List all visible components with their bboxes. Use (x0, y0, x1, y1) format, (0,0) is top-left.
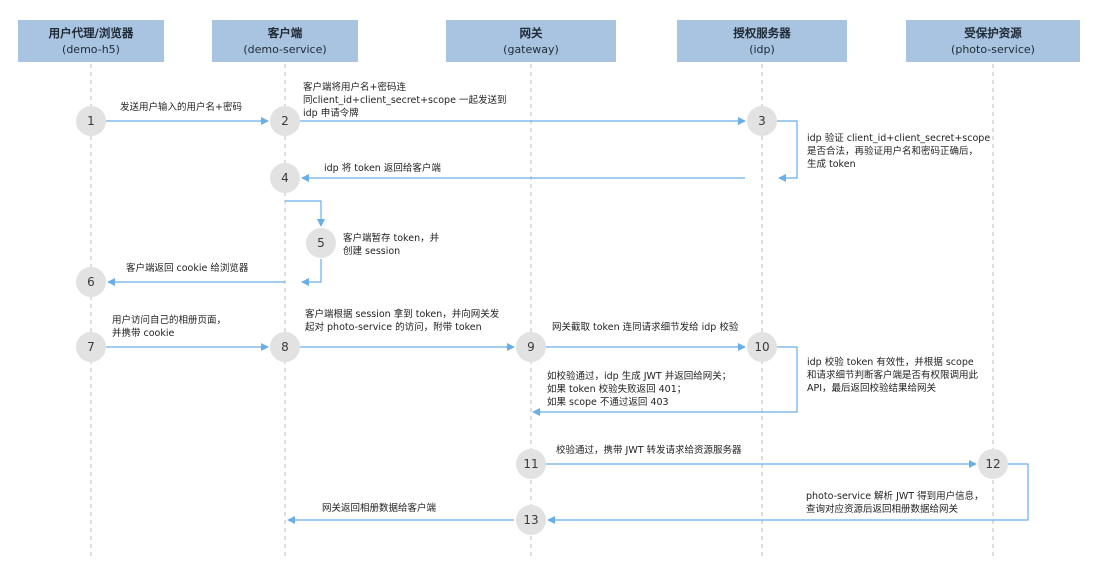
step-number: 5 (317, 236, 325, 250)
step-2: 2 (270, 106, 300, 136)
participant-name: 受保护资源 (964, 26, 1022, 40)
message-5: 客户端暂存 token，并 创建 session (343, 232, 442, 257)
participant-name: 客户端 (267, 26, 303, 40)
participant-name: 授权服务器 (733, 26, 791, 40)
step-9: 9 (516, 332, 546, 362)
participant-idp: 授权服务器 (idp) (677, 20, 847, 62)
step-number: 7 (87, 340, 95, 354)
message-12: photo-service 解析 JWT 得到用户信息， 查询对应资源后返回相册… (806, 490, 987, 515)
step-number: 2 (281, 114, 289, 128)
message-8: 客户端根据 session 拿到 token，并向网关发 起对 photo-se… (305, 308, 502, 333)
message-10-result: 如校验通过，idp 生成 JWT 并返回给网关； 如果 token 校验失败返回… (547, 370, 734, 408)
step-number: 6 (87, 275, 95, 289)
messages: 发送用户输入的用户名+密码 客户端将用户名+密码连 同client_id+cli… (112, 81, 993, 515)
participant-name: 网关 (520, 26, 543, 40)
participant-name: 用户代理/浏览器 (48, 26, 134, 40)
step-number: 1 (87, 114, 95, 128)
step-number: 9 (527, 340, 535, 354)
steps: 1 2 3 4 5 6 7 8 9 10 11 12 13 (76, 106, 1008, 535)
participant-sub: (photo-service) (951, 43, 1035, 56)
message-1: 发送用户输入的用户名+密码 (120, 101, 242, 113)
message-7: 用户访问自己的相册页面， 并携带 cookie (112, 314, 229, 339)
step-number: 13 (523, 513, 538, 527)
message-3: idp 验证 client_id+client_secret+scope 是否合… (807, 132, 993, 170)
step-number: 11 (523, 457, 538, 471)
step-1: 1 (76, 106, 106, 136)
participant-sub: (demo-h5) (62, 43, 120, 56)
step-number: 12 (985, 457, 1000, 471)
step-6: 6 (76, 267, 106, 297)
step-11: 11 (516, 449, 546, 479)
participant-sub: (demo-service) (243, 43, 326, 56)
step-13: 13 (516, 505, 546, 535)
step-12: 12 (978, 449, 1008, 479)
participant-client: 客户端 (demo-service) (212, 20, 358, 62)
step-number: 3 (758, 114, 766, 128)
step-number: 4 (281, 171, 289, 185)
arrows (106, 117, 1029, 524)
arrow-12 (547, 463, 1029, 524)
message-10: idp 校验 token 有效性，并根据 scope 和请求细节判断客户端是否有… (807, 356, 981, 394)
participant-browser: 用户代理/浏览器 (demo-h5) (18, 20, 164, 62)
arrow-4-5 (285, 200, 325, 227)
arrow-10 (532, 346, 798, 416)
step-4: 4 (270, 163, 300, 193)
message-4: idp 将 token 返回给客户端 (324, 162, 441, 174)
arrow-5-6 (301, 259, 322, 286)
participant-photo-service: 受保护资源 (photo-service) (906, 20, 1080, 62)
message-9: 网关截取 token 连同请求细节发给 idp 校验 (552, 321, 739, 333)
step-number: 8 (281, 340, 289, 354)
message-11: 校验通过，携带 JWT 转发请求给资源服务器 (556, 444, 742, 456)
message-6: 客户端返回 cookie 给浏览器 (126, 262, 249, 274)
participant-gateway: 网关 (gateway) (446, 20, 616, 62)
participant-sub: (idp) (749, 43, 775, 56)
step-7: 7 (76, 332, 106, 362)
step-3: 3 (747, 106, 777, 136)
message-2: 客户端将用户名+密码连 同client_id+client_secret+sco… (303, 81, 509, 119)
step-8: 8 (270, 332, 300, 362)
participant-headers: 用户代理/浏览器 (demo-h5) 客户端 (demo-service) 网关… (18, 20, 1080, 62)
participant-sub: (gateway) (503, 43, 559, 56)
message-13: 网关返回相册数据给客户端 (322, 502, 437, 514)
step-number: 10 (754, 340, 769, 354)
step-10: 10 (747, 332, 777, 362)
arrow-3 (777, 120, 798, 182)
step-5: 5 (306, 228, 336, 258)
